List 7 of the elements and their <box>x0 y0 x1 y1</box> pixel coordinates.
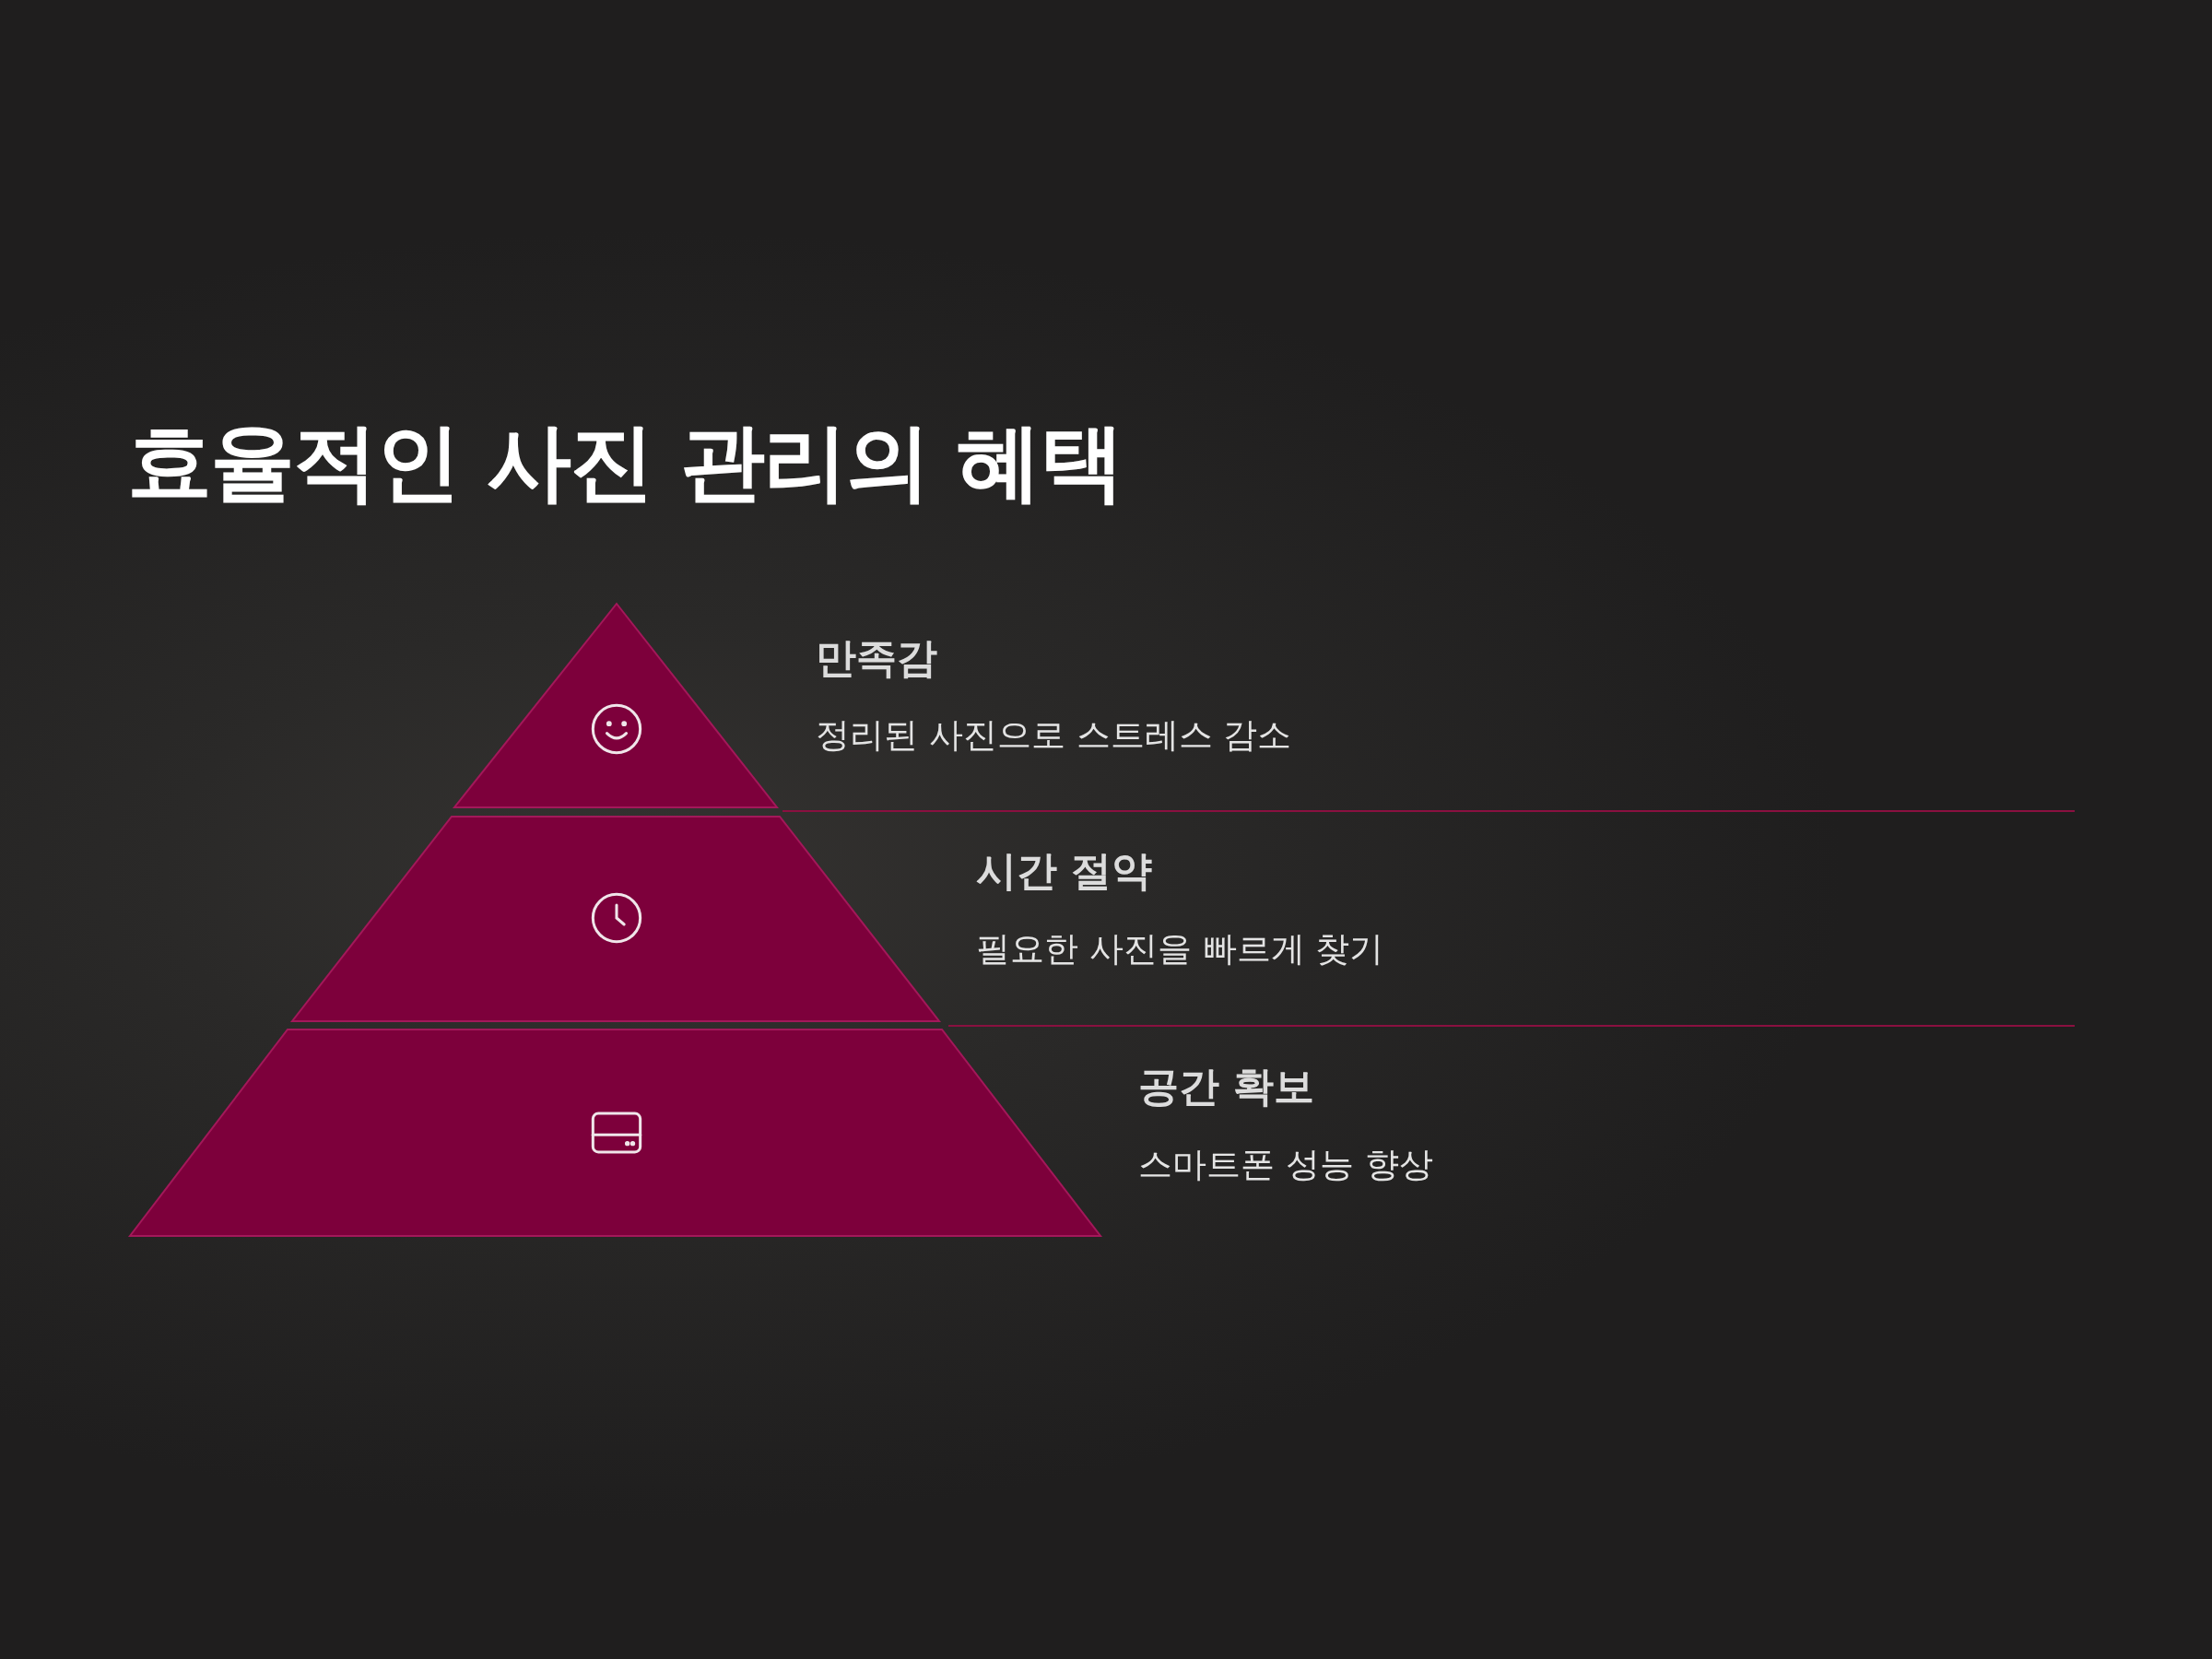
title: 효율적인 사진 관리의 혜택 <box>127 412 1124 513</box>
tier-heading: 시간 절약 <box>976 846 1153 896</box>
tier-description: 스마트폰 성능 향상 <box>1138 1144 1433 1186</box>
tier-heading: 만족감 <box>816 633 937 683</box>
tier-description: 정리된 사진으로 스트레스 감소 <box>816 714 1292 757</box>
tier-description: 필요한 사진을 빠르게 찾기 <box>976 928 1384 971</box>
tier-heading: 공간 확보 <box>1138 1062 1315 1112</box>
